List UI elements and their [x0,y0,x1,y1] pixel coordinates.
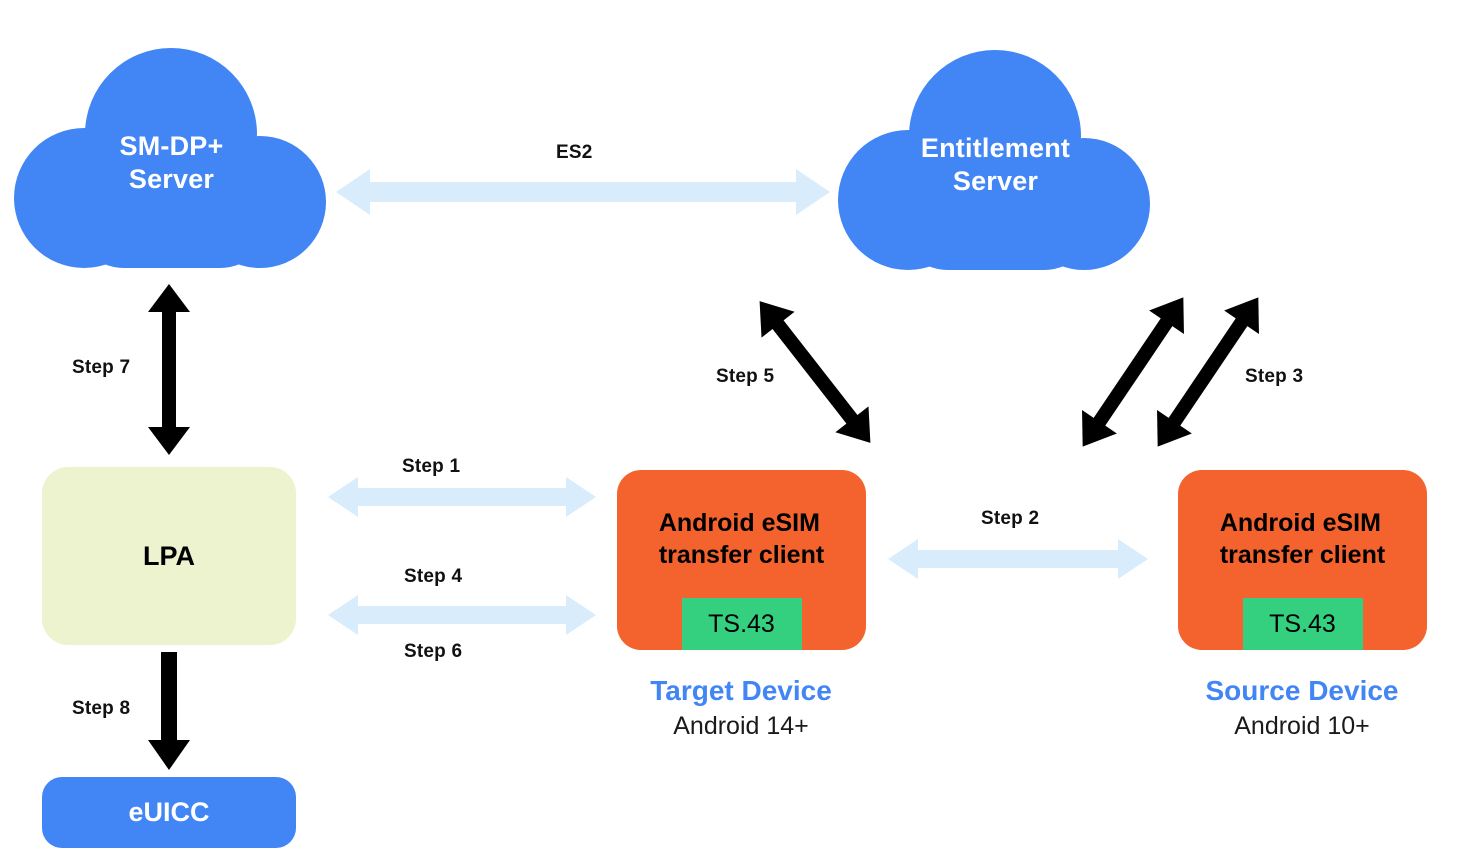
node-smdp-server[interactable]: SM-DP+ Server [14,46,329,274]
edge-step7-arrow [148,284,190,455]
source-device-title: Android eSIM transfer client [1220,508,1385,571]
edge-step2-label: Step 2 [981,508,1040,529]
edge-step4-step6-arrow [328,595,596,635]
edge-step8-label: Step 8 [72,698,131,719]
node-euicc[interactable]: eUICC [42,777,296,848]
source-title-line1: Android eSIM [1219,509,1381,537]
target-device-caption: Target Device Android 14+ [581,674,901,742]
cloud-shape-icon [14,48,326,268]
target-device-version: Android 14+ [673,712,809,741]
edge-step8-arrow [148,652,190,770]
target-device-name: Target Device [650,675,832,706]
source-device-caption: Source Device Android 10+ [1142,674,1460,742]
edge-step3-arrow-a [1082,297,1184,447]
target-ts43-badge: TS.43 [681,598,802,650]
edge-step4-label: Step 4 [404,566,463,587]
node-lpa[interactable]: LPA [42,467,296,645]
node-lpa-label: LPA [143,540,195,571]
source-ts43-badge: TS.43 [1242,598,1363,650]
edge-es2-arrow [336,169,830,215]
node-entitlement-server[interactable]: Entitlement Server [838,48,1153,276]
source-title-line2: transfer client [1219,540,1386,569]
edge-step3-label: Step 3 [1245,366,1304,387]
source-device-name: Source Device [1205,675,1399,706]
target-title-line1: Android eSIM [658,509,820,537]
target-title-line2: transfer client [658,540,825,569]
edge-step6-label: Step 6 [404,641,463,662]
node-target-device[interactable]: Android eSIM transfer client TS.43 [617,470,866,650]
edge-step7-label: Step 7 [72,357,131,378]
edge-step2-arrow [888,539,1148,579]
edge-step1-label: Step 1 [402,456,461,477]
node-source-device[interactable]: Android eSIM transfer client TS.43 [1178,470,1427,650]
edge-step5-label: Step 5 [716,366,775,387]
edge-step1-arrow [328,477,596,517]
node-euicc-label: eUICC [128,797,210,828]
target-device-title: Android eSIM transfer client [659,508,824,571]
source-device-version: Android 10+ [1234,712,1370,741]
edge-es2-label: ES2 [556,142,593,163]
cloud-shape-icon [838,50,1150,270]
